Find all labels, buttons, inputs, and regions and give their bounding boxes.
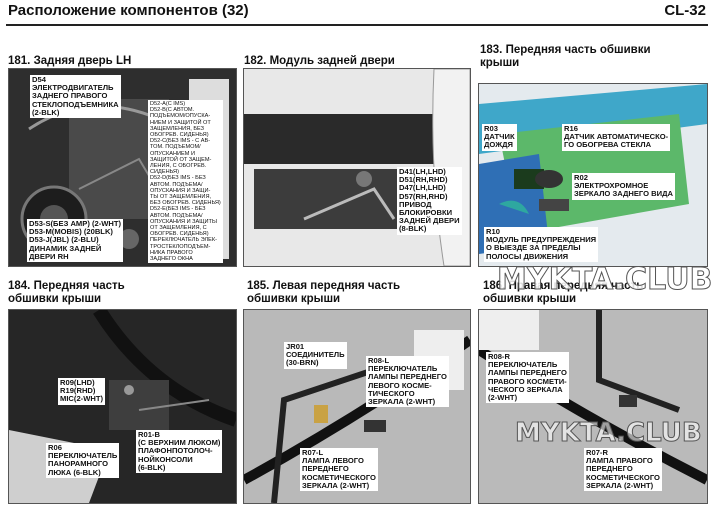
page-code: CL-32 <box>664 2 706 19</box>
panel-title: 182. Модуль задней двери <box>244 55 395 67</box>
header-divider <box>6 24 708 26</box>
page-header: Расположение компонентов (32) CL-32 <box>0 0 714 24</box>
callout-r07r: R07-R ЛАМПА ПРАВОГО ПЕРЕДНЕГО КОСМЕТИЧЕС… <box>584 448 662 492</box>
callout-r06: R06 ПЕРЕКЛЮЧАТЕЛЬ ПАНОРАМНОГО ЛЮКА (6-BL… <box>46 443 120 478</box>
callout-r01b: R01-B (С ВЕРХНИМ ЛЮКОМ) ПЛАФОНПОТОЛОЧ- Н… <box>136 430 223 474</box>
page-title: Расположение компонентов (32) <box>8 2 249 19</box>
callout-d54: D54 ЭЛЕКТРОДВИГАТЕЛЬ ЗАДНЕГО ПРАВОГО СТЕ… <box>30 75 121 119</box>
callout-r02: R02 ЭЛЕКТРОХРОМНОЕ ЗЕРКАЛО ЗАДНЕГО ВИДА <box>572 173 675 200</box>
panel-title: 186. Правая передняя часть обшивки крыши <box>483 280 644 305</box>
callout-d53: D53-S(БЕЗ AMP) (2-WHT) D53-M(MOBIS) (20B… <box>27 219 124 263</box>
callout-d41: D41(LH,LHD) D51(RH,RHD) D47(LH,LHD) D57(… <box>397 167 462 235</box>
photo-roof-front-console <box>8 309 237 504</box>
panel-title: 184. Передняя часть обшивки крыши <box>8 280 125 305</box>
callout-r03: R03 ДАТЧИК ДОЖДЯ <box>482 124 517 151</box>
panel-title: 185. Левая передняя часть обшивки крыши <box>247 280 401 305</box>
callout-r07l: R07-L ЛАМПА ЛЕВОГО ПЕРЕДНЕГО КОСМЕТИЧЕСК… <box>300 448 378 492</box>
watermark-bottom: MYKTA.CLUB <box>515 418 703 449</box>
callout-r08l: R08-L ПЕРЕКЛЮЧАТЕЛЬ ЛАМПЫ ПЕРЕДНЕГО ЛЕВО… <box>366 356 449 408</box>
callout-r09: R09(LHD) R19(RHD) MIC(2-WHT) <box>58 378 106 405</box>
callout-r08r: R08-R ПЕРЕКЛЮЧАТЕЛЬ ЛАМПЫ ПЕРЕДНЕГО ПРАВ… <box>486 352 569 404</box>
panel-title: 181. Задняя дверь LH <box>8 55 132 67</box>
callout-d52: D52-A(С IMS) D52-B(С АВТОМ. ПОДЪЕМОМ/ОПУ… <box>148 100 223 264</box>
callout-r16: R16 ДАТЧИК АВТОМАТИЧЕСКО- ГО ОБОГРЕВА СТ… <box>562 124 671 151</box>
console-illustration <box>9 310 236 503</box>
panel-title: 183. Передняя часть обшивки крыши <box>480 44 651 69</box>
watermark-top: MYKTA.CLUB <box>496 262 713 298</box>
callout-jr01: JR01 СОЕДИНИТЕЛЬ (30-BRN) <box>284 342 347 369</box>
callout-r10: R10 МОДУЛЬ ПРЕДУПРЕЖДЕНИЯ О ВЫЕЗДЕ ЗА ПР… <box>484 227 599 262</box>
